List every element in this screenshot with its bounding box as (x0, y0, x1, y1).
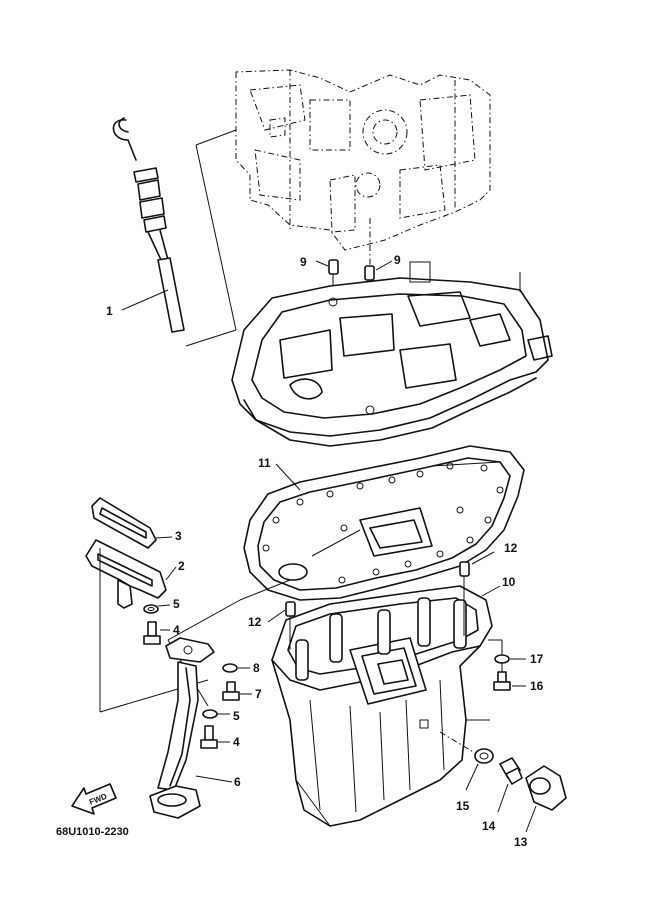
oil-strainer-part-6 (149, 579, 291, 819)
callout-11: 11 (258, 456, 271, 470)
callout-14: 14 (482, 819, 496, 833)
callout-7: 7 (255, 687, 262, 701)
callout-13: 13 (514, 835, 528, 849)
callout-15: 15 (456, 799, 470, 813)
callout-6: 6 (234, 775, 241, 789)
callout-12b: 12 (248, 615, 262, 629)
oil-pan-part-10 (271, 585, 501, 827)
callout-12a: 12 (504, 541, 518, 555)
callout-9a: 9 (300, 255, 307, 269)
callout-5b: 5 (233, 709, 240, 723)
exhaust-guide-plate (231, 261, 553, 447)
callout-labels: 1 2 3 4 4 5 5 6 7 8 9 9 10 11 12 12 13 1… (106, 253, 544, 849)
callout-8: 8 (253, 661, 260, 675)
dipstick-part-1 (112, 117, 237, 347)
callout-4b: 4 (233, 735, 240, 749)
fasteners-upper (143, 604, 252, 749)
engine-block-phantom (235, 69, 491, 251)
callout-16: 16 (530, 679, 544, 693)
callout-2: 2 (178, 559, 185, 573)
callout-5a: 5 (173, 597, 180, 611)
callout-17: 17 (530, 652, 544, 666)
fwd-arrow-icon: FWD (71, 783, 117, 815)
diagram-code: 68U1010-2230 (56, 826, 129, 838)
callout-3: 3 (175, 529, 182, 543)
dowel-pins-part-12 (267, 551, 495, 650)
callout-9b: 9 (394, 253, 401, 267)
drain-parts (439, 731, 567, 833)
callout-1: 1 (106, 304, 113, 318)
gasket-part-11 (243, 445, 525, 601)
callout-4a: 4 (173, 623, 180, 637)
fasteners-right (488, 639, 526, 691)
callout-10: 10 (502, 575, 516, 589)
gasket-part-3 (91, 497, 173, 549)
